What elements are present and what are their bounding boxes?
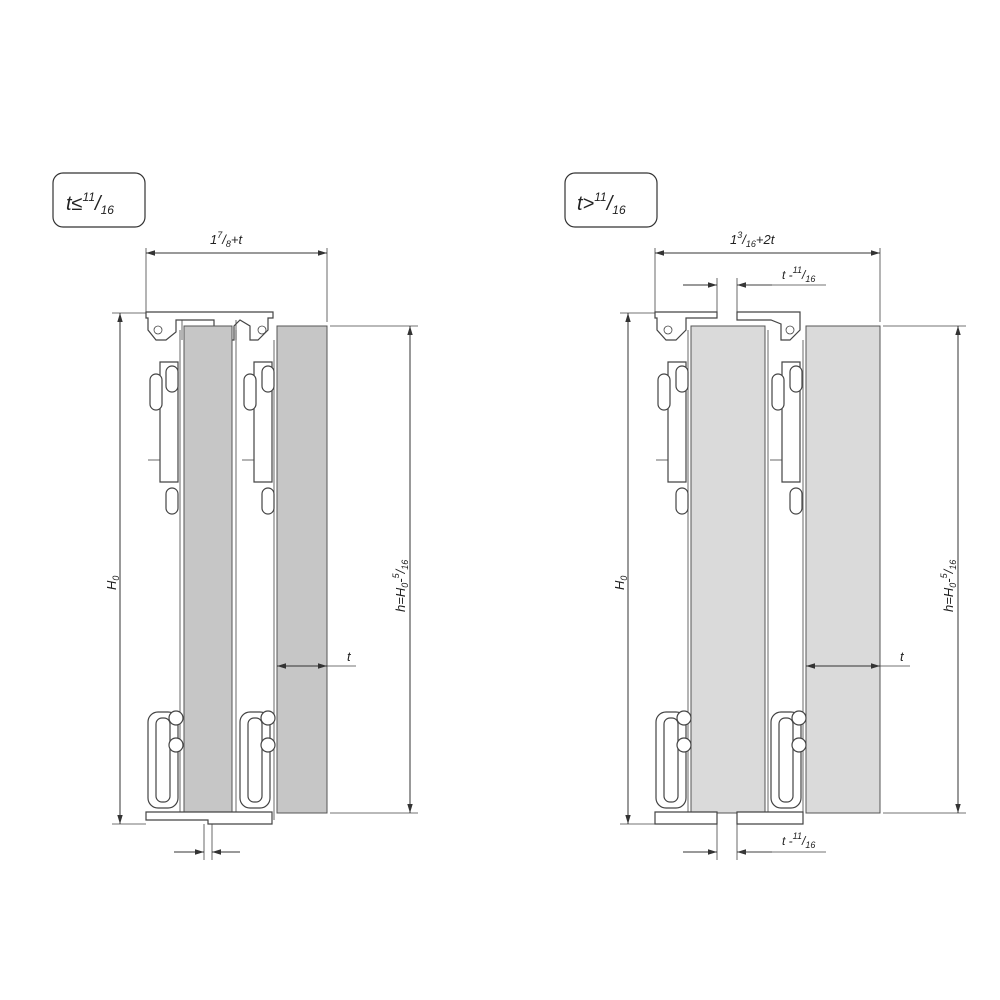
svg-text:13/16+2t: 13/16+2t xyxy=(730,230,776,249)
bottom-guide-right xyxy=(654,710,807,825)
condition-box-left xyxy=(52,172,146,228)
condition-label-left: t≤11/16 xyxy=(66,190,114,217)
top-hanger-front-left xyxy=(242,361,275,515)
svg-text:H0: H0 xyxy=(104,576,121,590)
door-panel-front-right xyxy=(805,325,881,814)
svg-text:t -11/16: t -11/16 xyxy=(782,831,815,850)
thickness-dimension-left: t xyxy=(277,649,356,669)
panel-height-dimension-left: h=H0-5/16 xyxy=(330,325,418,814)
thickness-dimension-right: t xyxy=(806,649,910,669)
condition-label-right: t>11/16 xyxy=(577,190,626,217)
svg-text:t: t xyxy=(347,649,352,664)
svg-text:H0: H0 xyxy=(612,576,629,590)
bottom-guide-left xyxy=(145,710,276,825)
top-gap-dimension-right: t -11/16 xyxy=(683,265,826,318)
top-rail-right xyxy=(654,311,801,341)
panel-height-dimension-right: h=H0-5/16 xyxy=(883,325,966,814)
variant-right: t>11/16 13/16+2t t -11/16 xyxy=(564,172,966,860)
svg-text:17/8+t: 17/8+t xyxy=(210,230,243,249)
bottom-gap-dimension-left xyxy=(174,824,240,860)
bottom-gap-dimension-right: t -11/16 xyxy=(683,824,826,860)
width-dimension-right: 13/16+2t xyxy=(654,230,881,322)
condition-box-right xyxy=(564,172,658,228)
svg-text:t: t xyxy=(900,649,905,664)
door-panel-back-right xyxy=(690,325,766,814)
top-hanger-front-right xyxy=(770,361,803,515)
total-height-dimension-right: H0 xyxy=(612,312,655,825)
variant-left: t≤11/16 17/8+t xyxy=(52,172,418,860)
door-panel-front-left xyxy=(276,325,328,814)
svg-text:h=H0-5/16: h=H0-5/16 xyxy=(391,560,410,612)
svg-text:h=H0-5/16: h=H0-5/16 xyxy=(939,560,958,612)
top-hanger-back-left xyxy=(148,361,179,515)
total-height-dimension-left: H0 xyxy=(104,312,146,825)
width-dimension-left: 17/8+t xyxy=(145,230,328,322)
svg-text:t -11/16: t -11/16 xyxy=(782,265,815,284)
top-hanger-back-right xyxy=(656,361,689,515)
door-panel-back-left xyxy=(183,325,233,814)
